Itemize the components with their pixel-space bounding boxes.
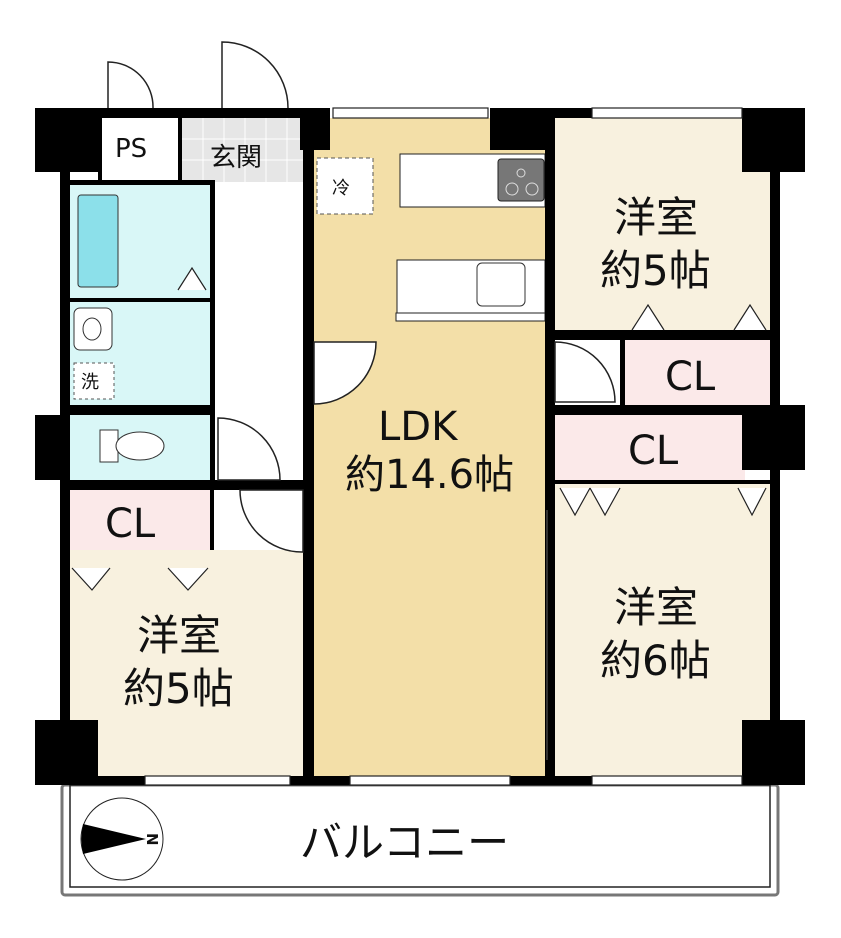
pillar [35, 108, 98, 172]
room-sw-name: 洋室 [137, 611, 221, 660]
washroom-label: 洗 [81, 372, 99, 393]
room-se [555, 484, 770, 776]
room-nw-size: 約5帖 [600, 246, 711, 295]
balcony-label: バルコニー [300, 818, 509, 867]
closet-left-label: CL [105, 501, 156, 547]
closet-right-lower-label: CL [628, 428, 679, 474]
room-nw-name: 洋室 [614, 193, 698, 242]
sink-icon [476, 262, 526, 307]
pillar [300, 108, 330, 150]
bathtub [77, 194, 119, 288]
exterior-doors [107, 41, 289, 109]
windows [144, 107, 743, 786]
closet-doors [71, 266, 767, 591]
washing-machine-space [73, 362, 115, 400]
toilet-icon [99, 429, 119, 463]
room-se-name: 洋室 [614, 583, 698, 632]
entrance-tiles [182, 118, 304, 182]
pillar [35, 415, 68, 480]
pillar [742, 720, 805, 785]
entrance-label: 玄関 [210, 143, 262, 173]
stove-icon [497, 158, 545, 202]
pillar [742, 108, 805, 172]
pillar [742, 405, 805, 470]
wash-basin-icon [73, 307, 113, 351]
closet-left [70, 490, 210, 550]
ldk-name: LDK [378, 404, 459, 450]
entrance-area [182, 118, 304, 182]
room-nw [555, 118, 770, 330]
fridge-space [316, 157, 374, 215]
pillar [490, 108, 555, 150]
room-sw-size: 約5帖 [123, 664, 234, 713]
compass-icon: N [80, 797, 164, 881]
ldk-area [314, 118, 546, 776]
ldk-size: 約14.6帖 [345, 452, 514, 498]
closet-right-upper [625, 340, 770, 405]
closet-right-lower [555, 415, 745, 480]
closet-right-upper-label: CL [665, 354, 716, 400]
room-se-size: 約6帖 [600, 636, 711, 685]
interior-doors [217, 341, 616, 760]
pillar [35, 720, 98, 785]
fridge-label: 冷 [332, 178, 350, 199]
compass-north-label: N [143, 833, 161, 846]
ps-label: PS [115, 134, 147, 164]
